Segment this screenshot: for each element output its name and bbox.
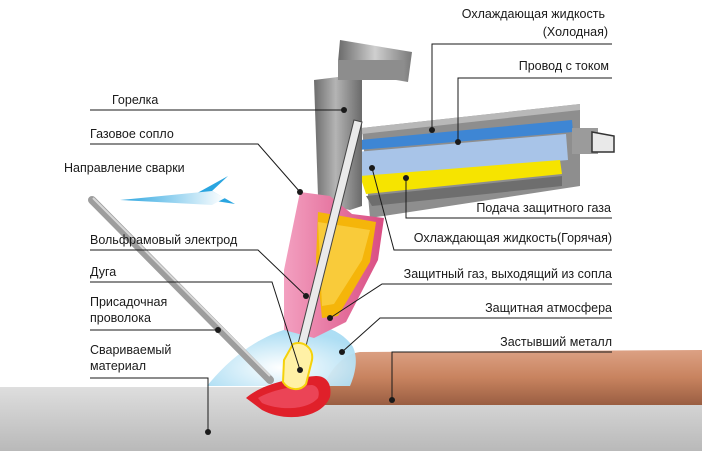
label-coolant-cold-line2: (Холодная)	[543, 25, 608, 39]
solid-metal-bead	[318, 350, 702, 405]
svg-text:Провод с током: Провод с током	[519, 59, 609, 73]
power-cable-tip	[591, 131, 615, 153]
hose-bundle	[356, 104, 615, 218]
torch-body	[314, 74, 362, 210]
svg-text:Горелка: Горелка	[112, 93, 158, 107]
label-shield-atmosphere: Защитная атмосфера	[339, 301, 612, 355]
label-coolant-hot: Охлаждающая жидкость(Горячая)	[369, 165, 612, 251]
svg-text:Застывший металл: Застывший металл	[500, 335, 612, 349]
label-filler-wire: Присадочная проволока	[90, 295, 221, 333]
svg-text:Свариваемый: Свариваемый	[90, 343, 171, 357]
label-torch: Горелка	[90, 93, 347, 113]
coolant-hot-hose	[356, 134, 568, 178]
label-welding-direction: Направление сварки	[64, 161, 185, 175]
svg-text:проволока: проволока	[90, 311, 151, 325]
svg-text:Защитный газ, выходящий из соп: Защитный газ, выходящий из сопла	[404, 267, 612, 281]
svg-text:Подача защитного газа: Подача защитного газа	[476, 201, 611, 215]
filler-wire	[88, 196, 274, 384]
label-coolant-cold: Охлаждающая жидкость (Холодная)	[429, 7, 612, 133]
svg-text:Присадочная: Присадочная	[90, 295, 167, 309]
svg-text:Газовое сопло: Газовое сопло	[90, 127, 174, 141]
svg-text:Охлаждающая жидкость(Горячая): Охлаждающая жидкость(Горячая)	[414, 231, 612, 245]
label-solid-metal: Застывший металл	[389, 335, 612, 403]
label-coolant-cold-line1: Охлаждающая жидкость	[462, 7, 605, 21]
label-tungsten-electrode: Вольфрамовый электрод	[90, 233, 309, 299]
label-workpiece: Свариваемый материал	[90, 343, 211, 435]
arc	[281, 342, 314, 390]
label-gas-nozzle: Газовое сопло	[90, 127, 303, 195]
label-arc: Дуга	[90, 265, 303, 373]
shield-gas-hose	[360, 160, 562, 194]
shield-atmosphere-cloud	[207, 325, 356, 386]
coolant-cold-hose	[358, 120, 573, 150]
svg-text:Вольфрамовый электрод: Вольфрамовый электрод	[90, 233, 238, 247]
svg-text:Защитная атмосфера: Защитная атмосфера	[485, 301, 612, 315]
label-power-cable: Провод с током	[455, 59, 612, 145]
label-shield-gas-from-nozzle: Защитный газ, выходящий из сопла	[327, 267, 612, 321]
svg-text:Дуга: Дуга	[90, 265, 116, 279]
label-shield-gas-supply: Подача защитного газа	[403, 175, 612, 219]
svg-text:материал: материал	[90, 359, 146, 373]
svg-text:Направление сварки: Направление сварки	[64, 161, 185, 175]
